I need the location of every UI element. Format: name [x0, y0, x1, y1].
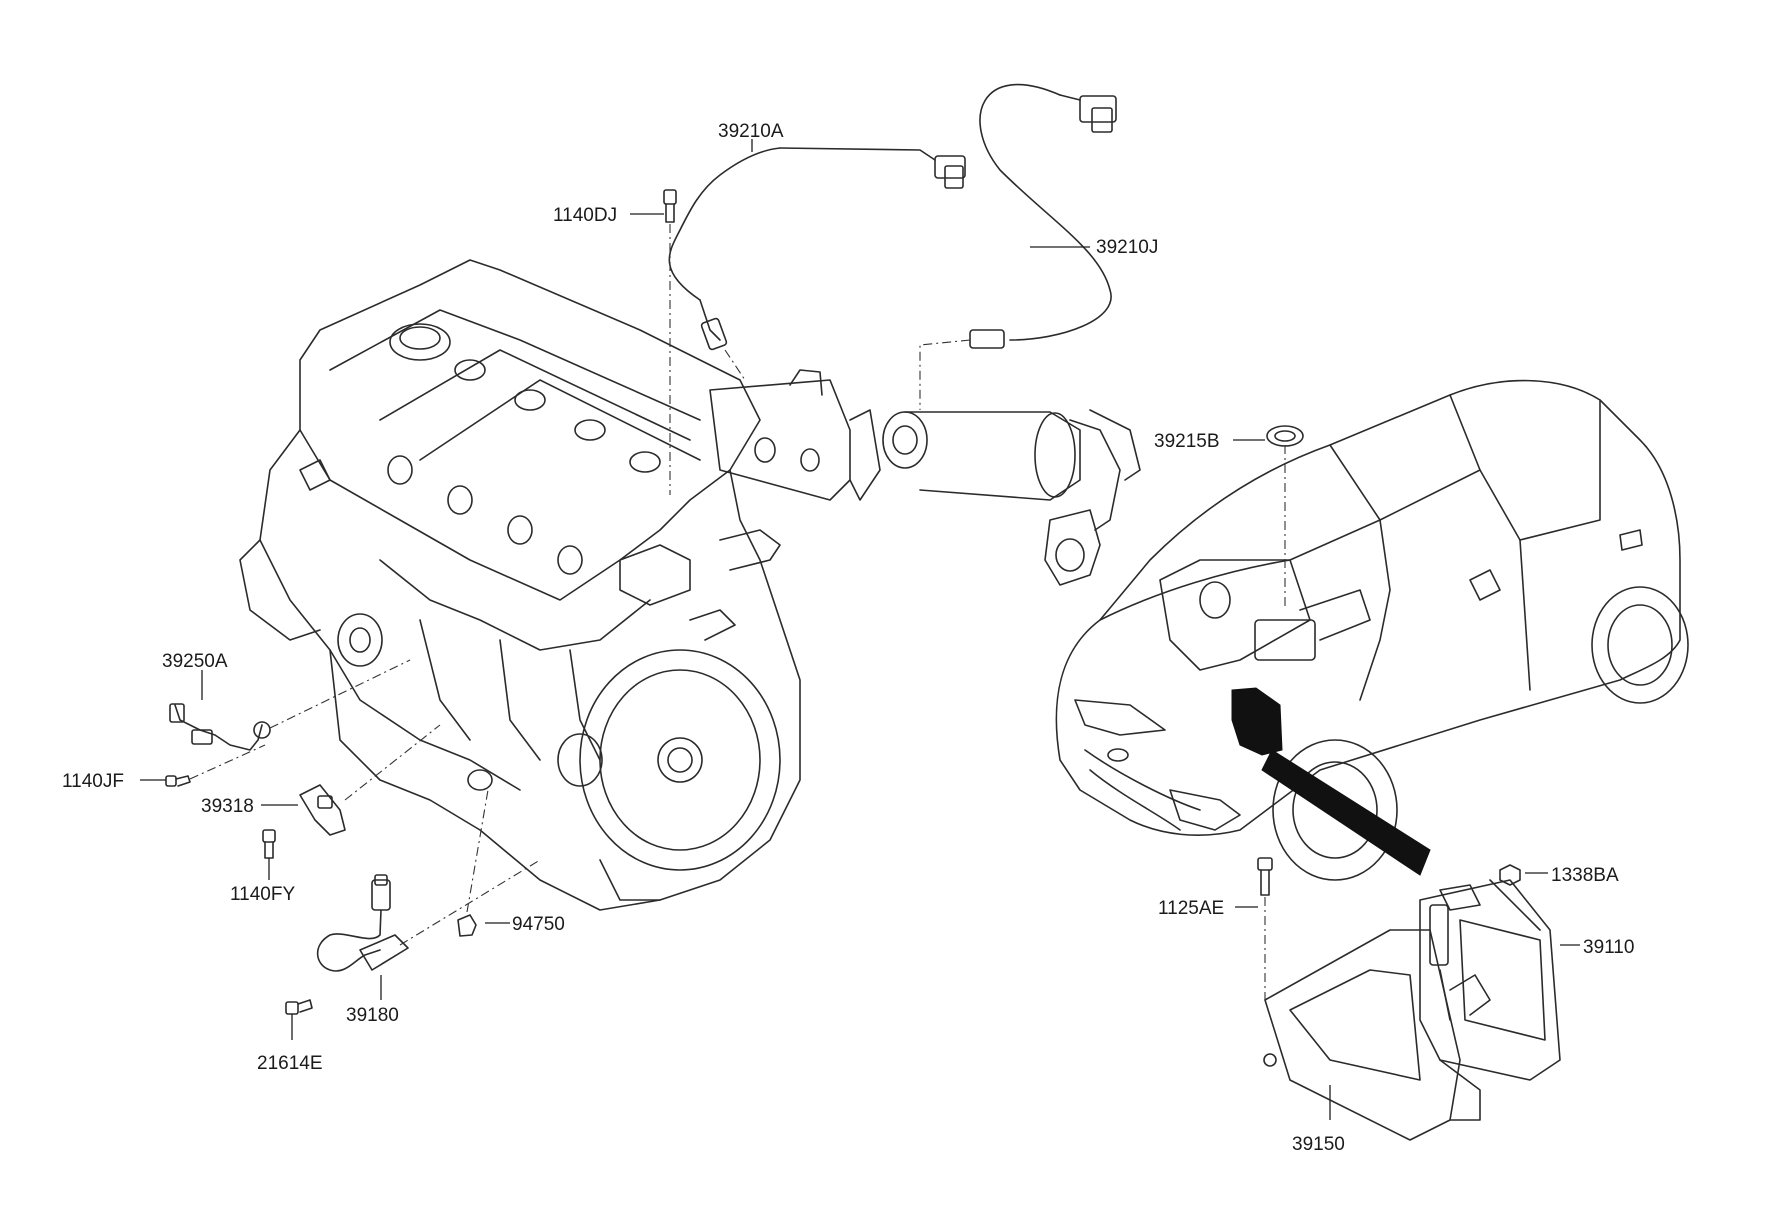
label-39215B: 39215B — [1154, 431, 1220, 452]
label-1140FY: 1140FY — [230, 884, 295, 905]
label-1125AE: 1125AE — [1158, 898, 1224, 919]
label-39180: 39180 — [346, 1005, 399, 1026]
leader-lines — [140, 139, 1580, 1120]
sensor-39318 — [299, 724, 441, 836]
label-21614E: 21614E — [257, 1053, 323, 1074]
label-39110: 39110 — [1583, 937, 1634, 958]
engine-block — [239, 259, 801, 911]
gasket-39215B — [1266, 425, 1304, 447]
sensor-39250A — [169, 659, 411, 751]
bolt-1140DJ — [663, 189, 677, 495]
label-39250A: 39250A — [162, 651, 228, 672]
sensor-94750 — [457, 789, 489, 937]
label-1140DJ: 1140DJ — [553, 205, 617, 226]
bolt-1125AE — [1257, 857, 1273, 1000]
label-39150: 39150 — [1292, 1134, 1345, 1155]
label-39210A: 39210A — [718, 121, 784, 142]
exhaust-manifold-catalyst — [709, 369, 1141, 586]
label-39318: 39318 — [201, 796, 254, 817]
sensor-39180 — [316, 859, 541, 972]
label-94750: 94750 — [512, 914, 565, 935]
label-1338BA: 1338BA — [1551, 865, 1619, 886]
nut-1338BA — [1499, 864, 1521, 886]
label-39210J: 39210J — [1096, 237, 1158, 258]
vehicle-illustration — [1055, 379, 1689, 881]
bolt-1140FY — [262, 829, 276, 859]
bolt-1140JF — [165, 744, 266, 787]
bolt-21614E — [285, 999, 313, 1015]
bracket-39150 — [1263, 929, 1491, 1141]
o2-sensor-downstream — [919, 83, 1117, 410]
o2-sensor-upstream — [668, 147, 966, 381]
ecu-39110 — [1419, 879, 1561, 1081]
part-labels: 39210A 1140DJ 39210J 39215B 39250A 1140J… — [62, 121, 1634, 1155]
label-1140JF: 1140JF — [62, 771, 124, 792]
